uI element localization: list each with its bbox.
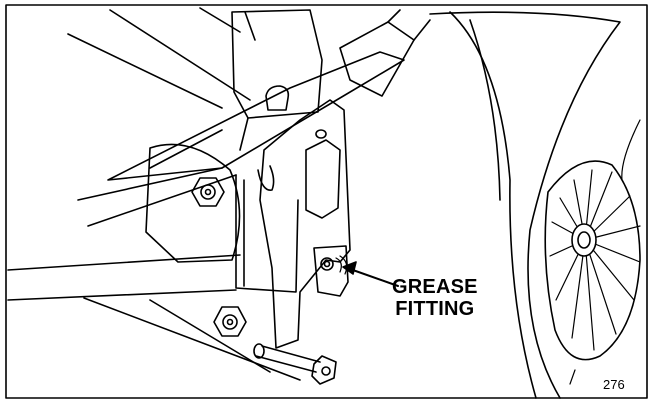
callout-line-1: GREASE xyxy=(392,276,478,298)
left-lower-bolt xyxy=(213,306,247,337)
figure-frame xyxy=(5,4,648,399)
mower-frame-structure xyxy=(7,7,431,381)
axle-pin xyxy=(253,343,337,385)
grease-fitting-callout: GREASE FITTING xyxy=(392,276,478,320)
figure-number: 276 xyxy=(603,377,625,392)
grease-fitting xyxy=(320,255,348,275)
left-upper-bolt xyxy=(191,177,225,207)
callout-arrow xyxy=(342,261,399,287)
rear-wheel xyxy=(429,11,641,399)
callout-line-2: FITTING xyxy=(395,298,475,320)
